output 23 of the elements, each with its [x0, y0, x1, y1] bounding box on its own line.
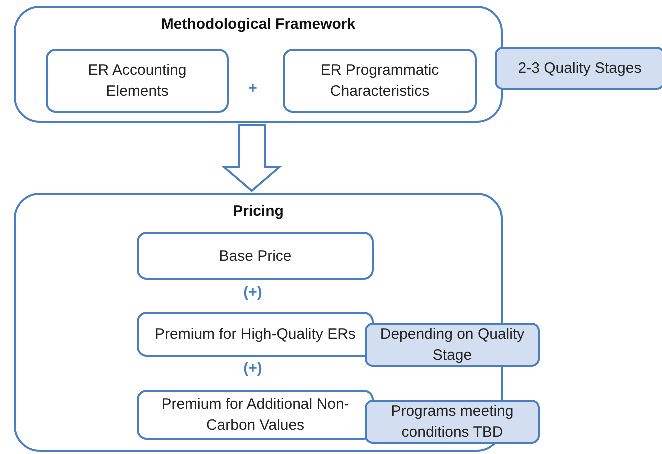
process-box	[137, 312, 374, 357]
process-box	[137, 232, 374, 280]
process-box	[46, 49, 229, 113]
block-arrow	[221, 124, 283, 192]
box-text: Premium for Additional Non-Carbon Values	[160, 395, 350, 436]
box-text: Premium for High-Quality ERs	[154, 325, 357, 345]
process-box	[137, 390, 374, 440]
group-heading: Pricing	[233, 202, 284, 222]
group-heading: Methodological Framework	[161, 15, 356, 35]
box-text: Depending on Quality Stage	[379, 325, 526, 366]
group-box	[14, 6, 503, 123]
process-box	[283, 49, 477, 113]
box-text: ER Programmatic Characteristics	[320, 61, 440, 102]
plus-sign: +	[248, 78, 258, 99]
plus-sign: (+)	[244, 358, 262, 379]
note-box	[365, 323, 540, 367]
box-text: Base Price	[218, 246, 293, 266]
note-box	[495, 47, 662, 90]
box-text: ER Accounting Elements	[87, 61, 188, 102]
box-text: 2-3 Quality Stages	[517, 59, 643, 79]
note-box	[365, 400, 540, 444]
plus-sign: (+)	[244, 282, 262, 303]
box-text: Programs meeting conditions TBD	[390, 402, 515, 443]
